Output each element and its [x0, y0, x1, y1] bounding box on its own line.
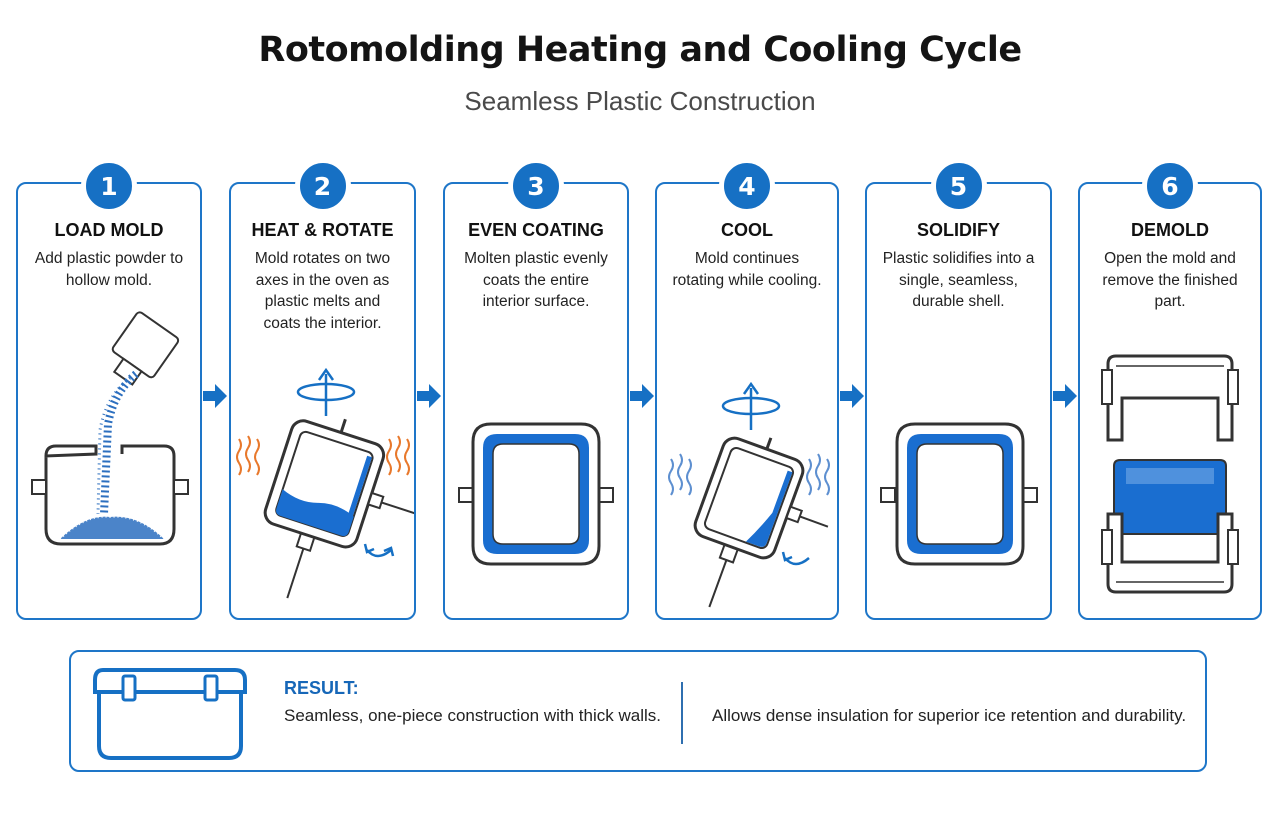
step-title: HEAT & ROTATE — [251, 220, 394, 240]
step-description: Molten plastic evenly coats the entire i… — [464, 250, 608, 310]
result-text-insulation: Allows dense insulation for superior ice… — [712, 706, 1187, 725]
step-description: Open the mold and remove the finished pa… — [1102, 250, 1238, 310]
coated-mold-icon — [458, 422, 614, 566]
result-text-construction: Seamless, one-piece construction with th… — [284, 706, 661, 725]
cooler-icon — [93, 668, 247, 760]
step-description: Add plastic powder to hollow mold. — [34, 250, 184, 289]
step-panel-2: 2 HEAT & ROTATE Mold rotates on two axes… — [229, 158, 416, 620]
open-mold-part-icon — [1101, 354, 1239, 594]
arrow-right-icon — [1053, 384, 1077, 408]
step-title: SOLIDIFY — [916, 220, 1000, 240]
page-subtitle: Seamless Plastic Construction — [464, 86, 816, 116]
page-title: Rotomolding Heating and Cooling Cycle — [258, 30, 1022, 70]
powder-pour-mold-icon — [31, 311, 189, 546]
step-number-badge: 6 — [1142, 158, 1198, 214]
step-description: Mold continues rotating while cooling. — [672, 250, 822, 289]
step-panel-1: 1 LOAD MOLD Add plastic powder to hollow… — [16, 158, 202, 620]
arrow-right-icon — [417, 384, 441, 408]
step-title: DEMOLD — [1131, 220, 1209, 240]
step-title: COOL — [721, 220, 773, 240]
step-title: LOAD MOLD — [54, 220, 164, 240]
step-title: EVEN COATING — [468, 220, 604, 240]
result-panel: RESULT: Seamless, one-piece construction… — [69, 650, 1207, 772]
step-panel-6: 6 DEMOLD Open the mold and remove the fi… — [1078, 158, 1262, 620]
step-panel-5: 5 SOLIDIFY Plastic solidifies into a sin… — [865, 158, 1052, 620]
arrow-right-icon — [203, 384, 227, 408]
result-divider — [681, 682, 683, 744]
step-description: Plastic solidifies into a single, seamle… — [882, 250, 1035, 310]
step-number-badge: 3 — [508, 158, 564, 214]
arrow-right-icon — [840, 384, 864, 408]
step-number-badge: 4 — [719, 158, 775, 214]
step-description: Mold rotates on two axes in the oven as … — [254, 250, 391, 332]
result-label: RESULT: — [284, 678, 359, 698]
step-number-badge: 1 — [81, 158, 137, 214]
step-number-badge: 2 — [294, 158, 351, 214]
solid-shell-icon — [880, 422, 1038, 566]
step-panel-4: 4 COOL Mold continues rotating while coo… — [655, 158, 839, 620]
arrow-right-icon — [630, 384, 654, 408]
cooling-rotating-mold-icon — [668, 381, 830, 608]
heated-rotating-mold-icon — [236, 367, 414, 599]
step-number-badge: 5 — [930, 158, 987, 214]
step-panel-3: 3 EVEN COATING Molten plastic evenly coa… — [443, 158, 629, 620]
